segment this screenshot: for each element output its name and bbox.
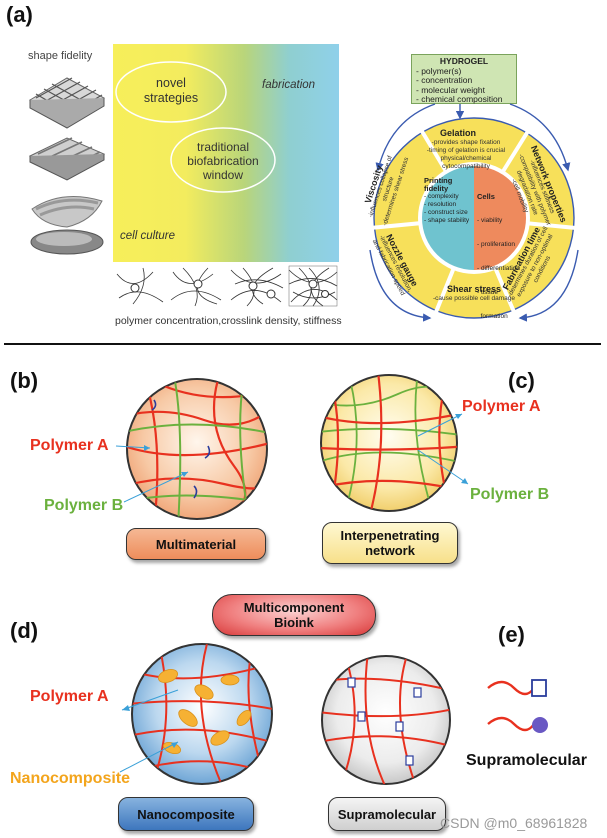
bioink-ring-diagram [369, 103, 579, 322]
cells-item: - viability [477, 217, 503, 224]
gelation-desc: -provides shape fixation -timing of gela… [418, 139, 514, 171]
gelation-title: Gelation [440, 128, 477, 138]
watermark: CSDN @m0_68961828 [440, 815, 588, 831]
cells-item: formation [477, 313, 508, 320]
panel-d-nanocomposite-label: Nanocomposite [10, 770, 131, 787]
hydrogel-item: - molecular weight [416, 84, 485, 95]
panel-c-polymer-b: Polymer B [470, 486, 550, 503]
hydrogel-item: - chemical composition [416, 94, 503, 104]
printing-fidelity-title: Printing fidelity [424, 176, 453, 193]
printing-item: - construct size [424, 209, 468, 216]
cell-culture-label: cell culture [120, 230, 175, 242]
nanocomposite-sphere [131, 643, 273, 785]
hydrogel-item: - concentration [416, 75, 473, 85]
novel-strategies-label: novel strategies [143, 76, 199, 105]
scaffold-mid-fidelity [28, 137, 106, 181]
gelation-line: -timing of gelation is crucial [426, 147, 506, 154]
shape-fidelity-illustrations [28, 77, 106, 255]
supramolecular-label: Supramolecular [466, 752, 587, 769]
window-ovals [115, 61, 276, 193]
hydrogel-item: - polymer(s) [416, 65, 462, 76]
supramolecular-legend [487, 679, 548, 733]
printing-item: - complexity [424, 193, 459, 200]
nanocomposite-box: Nanocomposite [118, 797, 254, 831]
section-divider [4, 343, 601, 345]
panel-b-polymer-b: Polymer B [44, 497, 124, 514]
panel-a-label: (a) [6, 2, 33, 27]
multimaterial-box: Multimaterial [126, 528, 266, 560]
panel-b-arrows [115, 445, 189, 503]
fabrication-label: fabrication [262, 79, 316, 91]
cells-title: Cells [477, 192, 495, 201]
supramolecular-sphere [321, 655, 451, 785]
multicomponent-bioink-box: Multicomponent Bioink [212, 594, 376, 636]
shear-stress-title: Shear stress [446, 284, 502, 294]
interpenetrating-sphere [320, 374, 458, 512]
cells-block: Cells - viability - proliferation - diff… [477, 177, 525, 329]
panel-d-arrows [119, 689, 179, 773]
panel-d-label: (d) [10, 618, 39, 643]
shear-line: -cause possible cell damage [432, 295, 516, 302]
panel-d-polymer-a: Polymer A [30, 688, 109, 705]
network-density-strip [116, 265, 338, 307]
scaffold-high-fidelity [28, 77, 106, 129]
printing-item: - resolution [424, 201, 457, 208]
interpenetrating-box: Interpenetrating network [322, 522, 458, 564]
cells-item: - differentiation [477, 265, 520, 272]
printing-item: - shape stability [424, 217, 470, 224]
panel-c-label: (c) [508, 368, 535, 393]
supramolecular-box: Supramolecular [328, 797, 446, 831]
scaffold-low-fidelity [31, 196, 103, 228]
panel-c-polymer-a: Polymer A [462, 398, 541, 415]
printing-fidelity-block: Printing fidelity - complexity - resolut… [424, 177, 474, 225]
cells-item: - tissue [477, 289, 498, 296]
gelation-line: cytocompatibility [442, 163, 490, 170]
cells-item: - proliferation [477, 241, 515, 248]
biofabrication-window-gradient [113, 44, 339, 262]
gelation-line: physical/chemical [440, 155, 492, 162]
shape-fidelity-label: shape fidelity [28, 50, 93, 62]
hydrogel-box: HYDROGEL - polymer(s) - concentration - … [411, 54, 517, 104]
scaffold-no-fidelity [30, 229, 104, 255]
panel-c-arrows [417, 413, 469, 485]
panel-b-polymer-a: Polymer A [30, 437, 109, 454]
traditional-window-label: traditional biofabrication window [187, 140, 259, 182]
gelation-line: -provides shape fixation [431, 139, 501, 146]
shear-stress-block: Shear stress -cause possible cell damage [426, 285, 522, 303]
hydrogel-title: HYDROGEL [439, 56, 489, 66]
panel-b-label: (b) [10, 368, 39, 393]
x-axis-label: polymer concentration,crosslink density,… [115, 315, 342, 327]
panel-e-label: (e) [498, 622, 525, 647]
